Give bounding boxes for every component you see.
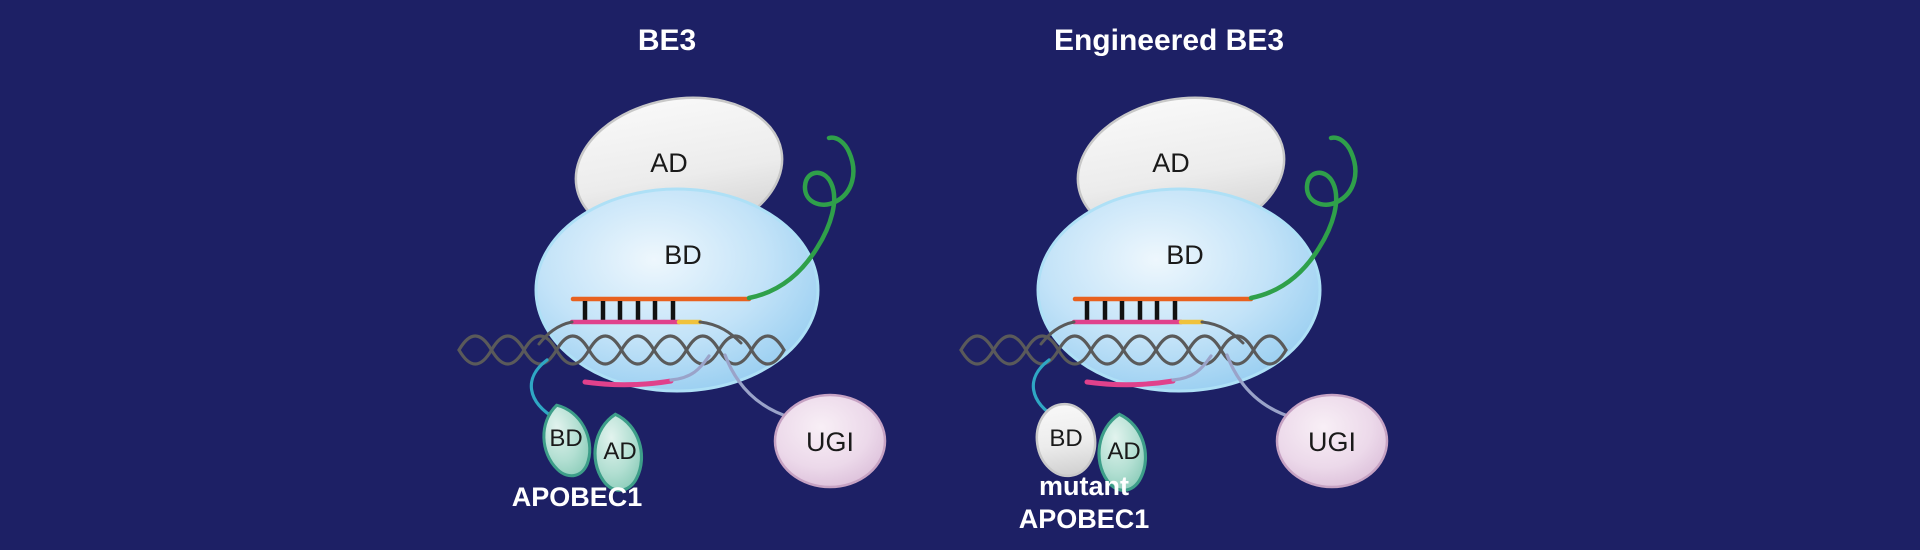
strand-gray-tail-right (1200, 320, 1245, 345)
apobec1-caption: APOBEC1 (512, 482, 643, 512)
mutant-caption-line1: mutant (1039, 471, 1129, 501)
engineered-be3-panel: Engineered BE3 AD BD (959, 24, 1389, 534)
displaced-strand-pink-segment (582, 378, 674, 388)
displaced-strand-pink-segment (1084, 378, 1176, 388)
ugi-label: UGI (806, 427, 854, 457)
cas9-bd-label: BD (664, 240, 702, 270)
cas9-bd-label: BD (1166, 240, 1204, 270)
ugi-ellipse (1275, 393, 1389, 489)
mutant-caption-line2: APOBEC1 (1019, 504, 1150, 534)
mutant-apobec1-bd-ellipse (1035, 402, 1097, 478)
panel-title: BE3 (638, 24, 696, 57)
sgrna-scaffold-loop (746, 135, 856, 301)
strand-gray-tail-left (537, 320, 574, 346)
cas9-ad-label: AD (1152, 148, 1190, 178)
apobec1-bd-label: BD (549, 425, 582, 452)
sgrna-scaffold-loop (1248, 135, 1358, 301)
ugi-label: UGI (1308, 427, 1356, 457)
apobec1-ad-label: AD (603, 438, 636, 465)
linker-lavender-left (1171, 354, 1213, 382)
base-pair-ticks (582, 301, 676, 321)
be3-panel: BE3 AD BD (457, 24, 887, 512)
apobec1-ad-lobe (593, 412, 644, 492)
cas9-ad-label: AD (650, 148, 688, 178)
cas9-bd-domain-ellipse (1036, 187, 1322, 393)
ugi-ellipse (773, 393, 887, 489)
base-pair-ticks (1084, 301, 1178, 321)
panel-title: Engineered BE3 (1054, 24, 1284, 57)
cas9-bd-domain-ellipse (534, 187, 820, 393)
apobec1-bd-lobe (542, 403, 592, 478)
strand-gray-tail-right (698, 320, 743, 345)
apobec1-ad-label: AD (1107, 438, 1140, 465)
apobec1-ad-lobe (1097, 412, 1148, 492)
apobec1-bd-label: BD (1049, 425, 1082, 452)
strand-gray-tail-left (1039, 320, 1076, 346)
linker-lavender-left (669, 354, 711, 382)
